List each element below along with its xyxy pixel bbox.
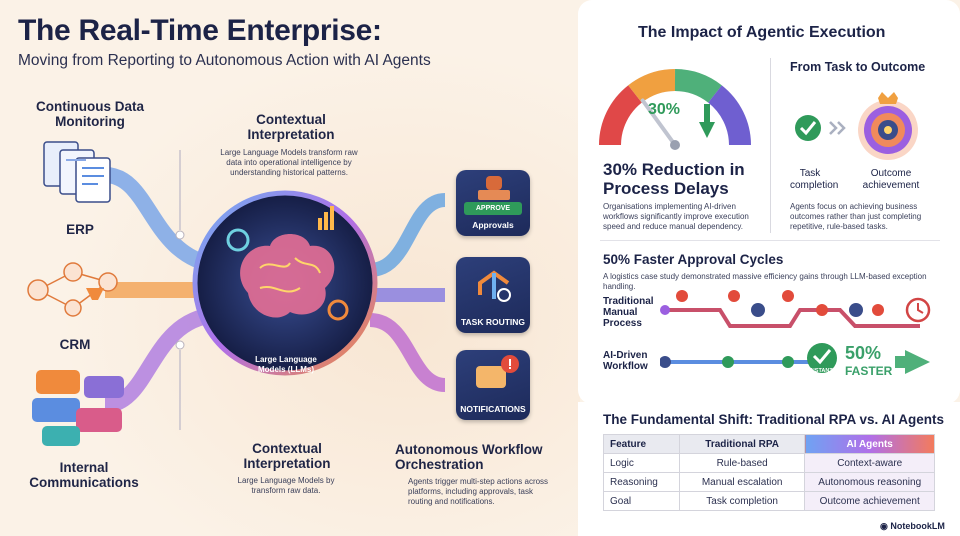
approvals-tile: APPROVE Approvals xyxy=(456,170,530,236)
monitoring-label: Continuous Data Monitoring xyxy=(36,99,144,129)
context-bottom-desc: Large Language Models by transform raw d… xyxy=(237,476,335,495)
faster-label: FASTER xyxy=(845,364,893,378)
approval-desc: A logistics case study demonstrated mass… xyxy=(603,272,927,291)
task-outcome-icons xyxy=(795,92,918,160)
notifications-label: NOTIFICATIONS xyxy=(460,404,526,414)
table-cell: Rule-based xyxy=(678,453,806,473)
impact-panel xyxy=(578,0,960,404)
outcome-label: Outcome achievement xyxy=(862,168,920,191)
comparison-table: Feature Traditional RPA AI Agents Logic … xyxy=(603,434,935,511)
table-cell: Context-aware xyxy=(804,453,935,473)
approval-title: 50% Faster Approval Cycles xyxy=(603,252,784,267)
table-cell: Manual escalation xyxy=(678,472,806,492)
footer-brand: ◉ NotebookLM xyxy=(880,521,945,532)
faster-value: 50% xyxy=(845,343,882,363)
crm-label: CRM xyxy=(59,337,91,352)
task-routing-tile: TASK ROUTING xyxy=(456,257,530,333)
approve-badge: APPROVE xyxy=(464,202,522,215)
table-header: AI Agents xyxy=(804,434,935,454)
instant-badge: INSTANT xyxy=(809,368,833,374)
traditional-label: Traditional Manual Process xyxy=(603,296,654,329)
table-cell: Autonomous reasoning xyxy=(804,472,935,492)
table-row: Logic Rule-based Context-aware xyxy=(603,453,935,473)
llm-label: Large Language Models (LLMs) xyxy=(255,355,317,374)
context-top-desc: Large Language Models transform raw data… xyxy=(220,148,358,177)
ai-label: AI-Driven Workflow xyxy=(603,350,648,372)
process-flows xyxy=(660,290,931,374)
table-cell: Task completion xyxy=(678,491,806,511)
page-subtitle: Moving from Reporting to Autonomous Acti… xyxy=(18,52,431,69)
table-header: Feature xyxy=(603,434,680,454)
orchestration-desc: Agents trigger multi-step actions across… xyxy=(408,477,549,506)
context-top-title: Contextual Interpretation xyxy=(247,112,335,142)
notifications-tile: NOTIFICATIONS xyxy=(456,350,530,420)
table-cell: Goal xyxy=(603,491,680,511)
crm-network-icon xyxy=(27,262,118,317)
reduction-title: 30% Reduction in Process Delays xyxy=(603,160,745,198)
task-label: Task completion xyxy=(790,168,839,191)
table-row: Reasoning Manual escalation Autonomous r… xyxy=(603,472,935,492)
gauge xyxy=(599,69,751,150)
table-row: Goal Task completion Outcome achievement xyxy=(603,491,935,511)
comms-label: Internal Communications xyxy=(29,460,139,490)
check-icon xyxy=(795,115,821,141)
table-header: Traditional RPA xyxy=(678,434,806,454)
approvals-label: Approvals xyxy=(472,220,514,230)
gauge-value: 30% xyxy=(648,101,681,118)
task-outcome-title: From Task to Outcome xyxy=(790,60,926,74)
table-header-row: Feature Traditional RPA AI Agents xyxy=(603,434,935,454)
section-divider xyxy=(600,240,940,241)
page-title: The Real-Time Enterprise: xyxy=(18,14,382,47)
reduction-desc: Organisations implementing AI-driven wor… xyxy=(603,202,749,231)
impact-divider xyxy=(770,58,771,233)
routing-arrows-icon xyxy=(478,270,511,302)
brain-circle xyxy=(192,190,378,376)
context-bottom-title: Contextual Interpretation xyxy=(243,441,331,471)
task-outcome-desc: Agents focus on achieving business outco… xyxy=(790,202,922,231)
stamp-icon xyxy=(478,176,510,200)
notebooklm-icon: ◉ xyxy=(880,521,888,531)
shift-title: The Fundamental Shift: Traditional RPA v… xyxy=(603,412,945,427)
table-cell: Outcome achievement xyxy=(804,491,935,511)
table-cell: Logic xyxy=(603,453,680,473)
impact-title: The Impact of Agentic Execution xyxy=(638,24,886,41)
task-routing-label: TASK ROUTING xyxy=(460,317,526,327)
documents-icon xyxy=(43,141,111,203)
orchestration-title: Autonomous Workflow Orchestration xyxy=(395,442,543,472)
chat-bubbles-icon xyxy=(32,370,124,446)
erp-label: ERP xyxy=(66,222,94,237)
flow-ribbons xyxy=(104,150,447,430)
notification-bell-icon xyxy=(476,355,519,388)
table-cell: Reasoning xyxy=(603,472,680,492)
brand-label: NotebookLM xyxy=(890,521,945,531)
